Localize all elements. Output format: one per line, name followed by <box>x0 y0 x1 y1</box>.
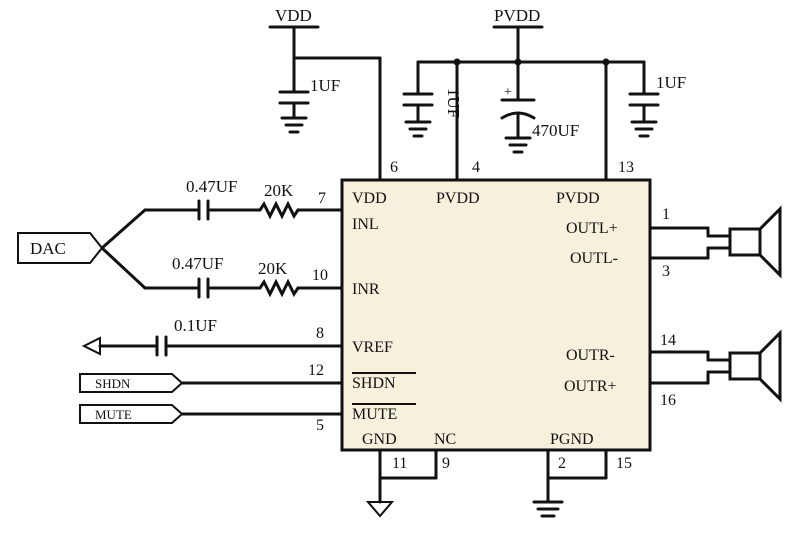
ground-icon <box>365 501 395 518</box>
pin-number-outl-minus: 3 <box>662 263 670 280</box>
left-speaker <box>648 205 782 279</box>
vref-path: 0.1UF <box>81 316 344 357</box>
vdd-supply: VDD <box>268 6 382 182</box>
pvdd-bulk-capacitor-value: 470UF <box>532 121 579 140</box>
left-speaker-coil-icon <box>728 227 762 257</box>
pin-label-nc: NC <box>434 431 456 448</box>
pvdd-supply-label: PVDD <box>494 6 540 25</box>
pin-label-outl-plus: OUTL+ <box>566 220 618 237</box>
pin-label-pvdd-1: PVDD <box>436 190 480 207</box>
inr-resistor-value: 20K <box>258 259 288 278</box>
pin-label-inl: INL <box>352 216 379 233</box>
vdd-bypass-capacitor-value: 1UF <box>310 76 340 95</box>
inl-input-path: 0.47UF 20K <box>143 177 344 221</box>
inr-input-path: 0.47UF 20K <box>143 254 344 299</box>
pvdd-right-capacitor: 1UF <box>628 60 686 138</box>
pin-number-gnd: 11 <box>392 455 407 472</box>
inl-resistor-value: 20K <box>264 181 294 200</box>
pin-number-vref: 8 <box>316 325 324 342</box>
mute-port: MUTE <box>79 404 344 424</box>
inl-capacitor-value: 0.47UF <box>186 177 237 196</box>
pvdd-supply: PVDD <box>416 6 646 182</box>
pin-label-outr-minus: OUTR- <box>566 347 615 364</box>
pin-label-mute: MUTE <box>352 406 397 423</box>
right-speaker <box>648 329 782 403</box>
pin-label-shdn: SHDN <box>352 375 396 392</box>
pin-label-outr-plus: OUTR+ <box>564 378 617 395</box>
pin-label-pgnd: PGND <box>550 431 594 448</box>
pin-label-vdd: VDD <box>352 190 387 207</box>
shdn-port-label: SHDN <box>95 376 131 391</box>
pin-label-vref: VREF <box>352 339 393 356</box>
dac-label: DAC <box>30 239 66 258</box>
vref-capacitor-value: 0.1UF <box>174 316 217 335</box>
pin-number-pgnd-2: 15 <box>616 455 632 472</box>
dac-input-block: DAC <box>17 208 147 290</box>
pin-number-pvdd-2: 13 <box>618 159 634 176</box>
pvdd-left-capacitor-value: 1UF <box>444 88 463 118</box>
pvdd-left-capacitor: 1UF <box>402 60 463 138</box>
pvdd-right-capacitor-value: 1UF <box>656 73 686 92</box>
right-speaker-cone-icon <box>758 329 782 403</box>
pin-label-outl-minus: OUTL- <box>570 250 618 267</box>
pin-number-outl-plus: 1 <box>662 206 670 223</box>
pvdd-bulk-capacitor: + 470UF <box>500 60 579 154</box>
pin-label-pvdd-2: PVDD <box>556 190 600 207</box>
pin-label-gnd: GND <box>362 431 397 448</box>
pin-number-nc: 9 <box>442 455 450 472</box>
pvdd-bulk-capacitor-plus: + <box>504 85 512 100</box>
pin-number-pgnd: 2 <box>558 455 566 472</box>
pin-number-inl: 7 <box>318 190 326 207</box>
pin-number-inr: 10 <box>312 267 328 284</box>
pin-number-outr-plus: 16 <box>660 392 676 409</box>
mute-port-label: MUTE <box>95 407 132 422</box>
pin-number-pvdd-1: 4 <box>472 159 480 176</box>
vdd-supply-label: VDD <box>275 6 312 25</box>
pin-label-inr: INR <box>352 281 380 298</box>
gnd-ground-connection: 11 9 <box>365 448 450 518</box>
pin-number-shdn: 12 <box>308 362 324 379</box>
pin-number-outr-minus: 14 <box>660 332 676 349</box>
vdd-bypass-capacitor: 1UF <box>278 56 340 134</box>
pgnd-ground-connection: 2 15 <box>532 448 632 518</box>
left-speaker-cone-icon <box>758 205 782 279</box>
shdn-port: SHDN <box>79 373 344 393</box>
pin-number-vdd: 6 <box>390 159 398 176</box>
right-speaker-coil-icon <box>728 351 762 381</box>
pin-number-mute: 5 <box>316 417 324 434</box>
inr-capacitor-value: 0.47UF <box>172 254 223 273</box>
